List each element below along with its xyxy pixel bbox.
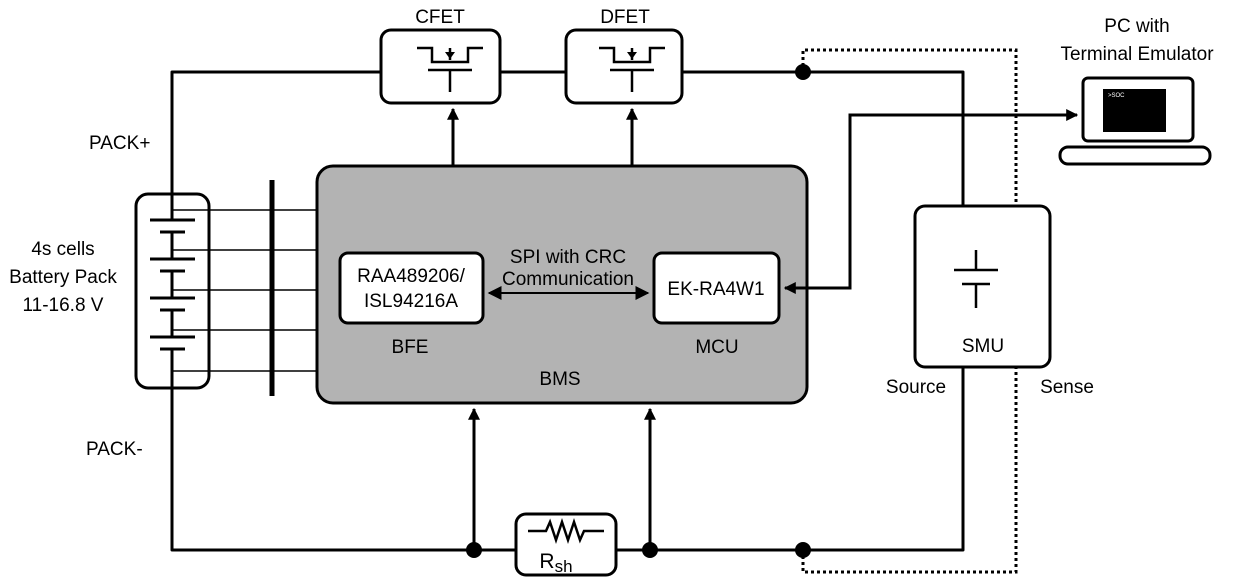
cells-label-line2: Battery Pack (9, 267, 117, 288)
cells-label-line1: 4s cells (31, 239, 94, 260)
dfet-transistor-icon (599, 46, 665, 92)
sense-label: Sense (1040, 377, 1094, 398)
cells-label-line3: 11-16.8 V (23, 295, 104, 316)
pc-screen-text: >SOC (1108, 93, 1125, 99)
pack-minus-label: PACK- (86, 439, 143, 460)
resistor-icon (528, 518, 604, 544)
bfe-label: BFE (392, 337, 429, 358)
junction-dot (795, 64, 811, 80)
pack-plus-label: PACK+ (89, 133, 150, 154)
smu-label: SMU (962, 336, 1004, 357)
shunt-smu-wire (616, 367, 965, 552)
pack-plus-wire (170, 70, 381, 195)
shunt-resistor-box (514, 512, 618, 577)
bfe-chip-label-line2: ISL94216A (364, 291, 458, 312)
dfet-label: DFET (600, 7, 650, 28)
mcu-chip-label: EK-RA4W1 (667, 279, 764, 300)
pc-keyboard (1058, 145, 1212, 166)
pc-label-line2: Terminal Emulator (1060, 44, 1214, 65)
cfet-box (379, 28, 502, 105)
bfe-chip-label-line1: RAA489206/ (357, 266, 465, 287)
spi-label-line2: Communication (502, 269, 634, 290)
cell-tap-wires (172, 209, 316, 372)
pack-minus-wire (170, 387, 516, 552)
battery-cell-symbols (150, 195, 195, 387)
source-label: Source (886, 377, 946, 398)
cfet-arrow-icon (445, 52, 455, 59)
junction-dot (795, 542, 811, 558)
spi-label-line1: SPI with CRC (510, 247, 626, 268)
shunt-label: Rsh (539, 550, 572, 576)
pc-label-line1: PC with (1104, 16, 1169, 37)
pc-screen (1103, 89, 1166, 132)
bms-label: BMS (539, 369, 580, 390)
mcu-chip-box (652, 251, 781, 325)
bfe-chip-box (338, 251, 485, 325)
sense-wire-bottom (801, 367, 1018, 574)
dfet-box (564, 28, 684, 105)
mcu-pc-link (783, 109, 1079, 294)
cfet-label: CFET (415, 7, 465, 28)
dfet-arrow-icon (627, 52, 637, 59)
mcu-label: MCU (695, 337, 738, 358)
